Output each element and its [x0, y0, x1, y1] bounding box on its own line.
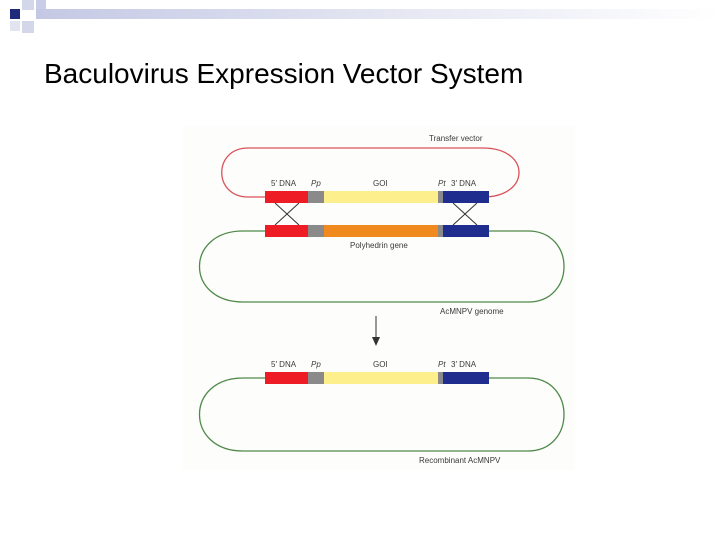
transfer-vector-label: Transfer vector: [429, 134, 483, 143]
recombinant-five-prime-dna-segment: [265, 372, 308, 384]
recombinant-three-prime-dna-label: 3′ DNA: [451, 360, 477, 369]
header-decoration-graphic: [10, 0, 720, 33]
genome-promoter-segment: [308, 225, 324, 237]
recombinant-goi-segment: [324, 372, 438, 384]
terminator-segment: [438, 191, 443, 203]
pt-label: Pt: [438, 179, 446, 188]
acmnpv-genome-loop: [198, 230, 565, 303]
recombinant-pp-label: Pp: [311, 360, 321, 369]
goi-segment: [324, 191, 438, 203]
header-square-light: [22, 0, 34, 10]
right-crossover: [452, 202, 478, 226]
recombinant-five-prime-dna-label: 5′ DNA: [271, 360, 297, 369]
recombinant-terminator-segment: [438, 372, 443, 384]
genome-five-prime-dna-segment: [265, 225, 308, 237]
header-square-light: [10, 21, 20, 31]
header-square-light: [36, 0, 46, 9]
recombinant-three-prime-dna-segment: [443, 372, 489, 384]
recombinant-goi-label: GOI: [373, 360, 388, 369]
polyhedrin-gene-segment: [324, 225, 438, 237]
header-square-dark: [10, 9, 20, 19]
transfer-vector-loop: [221, 147, 520, 198]
left-crossover: [274, 202, 300, 226]
down-arrow-icon: [372, 316, 380, 346]
recombinant-acmnpv-loop: [198, 377, 565, 452]
three-prime-dna-label: 3′ DNA: [451, 179, 477, 188]
promoter-segment: [308, 191, 324, 203]
polyhedrin-gene-label: Polyhedrin gene: [350, 241, 408, 250]
recombinant-acmnpv-label: Recombinant AcMNPV: [419, 456, 501, 465]
baculovirus-diagram: Transfer vector 5′ DNA Pp GOI Pt 3′ DNA …: [183, 126, 575, 470]
pp-label: Pp: [311, 179, 321, 188]
genome-terminator-segment: [438, 225, 443, 237]
three-prime-dna-segment: [443, 191, 489, 203]
recombinant-promoter-segment: [308, 372, 324, 384]
goi-label: GOI: [373, 179, 388, 188]
recombinant-pt-label: Pt: [438, 360, 446, 369]
genome-three-prime-dna-segment: [443, 225, 489, 237]
slide-header-decoration: [0, 0, 720, 48]
header-square-light: [22, 21, 34, 33]
header-gradient-strip: [36, 9, 720, 19]
diagram-graphic: Transfer vector 5′ DNA Pp GOI Pt 3′ DNA …: [198, 134, 565, 465]
slide-title: Baculovirus Expression Vector System: [44, 58, 524, 89]
five-prime-dna-label: 5′ DNA: [271, 179, 297, 188]
acmnpv-genome-label: AcMNPV genome: [440, 307, 504, 316]
five-prime-dna-segment: [265, 191, 308, 203]
